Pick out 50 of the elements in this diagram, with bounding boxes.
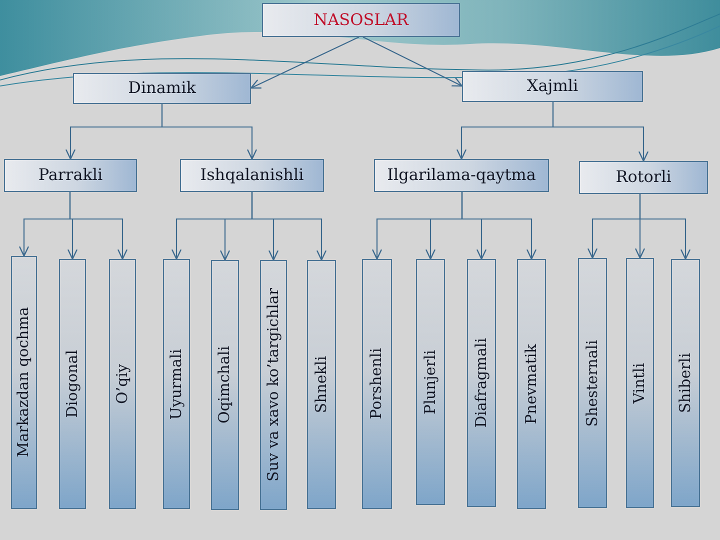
- category-label: Parrakli: [38, 166, 103, 185]
- pump-type-label: Uyurmali: [168, 348, 186, 420]
- pump-type-box: [626, 258, 654, 508]
- arrow: [461, 192, 537, 260]
- category-box: [374, 159, 549, 192]
- pump-type-label: Pnevmatik: [522, 344, 540, 424]
- pump-type-box: [260, 260, 287, 510]
- pump-type-label: Plunjerli: [422, 350, 440, 414]
- pump-type-label: Porshenli: [368, 348, 386, 420]
- arrow: [161, 104, 258, 160]
- pump-type-box: [109, 259, 136, 509]
- pump-type-box: [671, 259, 700, 507]
- category-label: Rotorli: [616, 168, 672, 187]
- category-label: Xajmli: [526, 77, 578, 96]
- arrow: [552, 102, 649, 162]
- pump-type-box: [11, 256, 37, 509]
- category-box: [73, 73, 251, 104]
- title-box: [262, 3, 460, 37]
- pump-type-box: [578, 258, 607, 508]
- category-box: [4, 159, 137, 192]
- category-box: [462, 71, 643, 102]
- category-label: Ishqalanishli: [200, 166, 304, 185]
- title-text: NASOSLAR: [314, 10, 408, 30]
- pump-type-box: [211, 260, 239, 510]
- arrow: [362, 36, 463, 87]
- pump-type-box: [59, 259, 86, 509]
- pump-type-label: Shiberli: [676, 353, 694, 413]
- pump-type-label: O’qiy: [114, 364, 132, 404]
- arrow: [69, 192, 128, 260]
- category-label: Ilgarilama-qaytma: [387, 166, 536, 185]
- pump-type-box: [517, 259, 546, 509]
- pump-type-label: Oqimchali: [216, 346, 234, 424]
- pump-type-label: Markazdan qochma: [15, 307, 33, 458]
- arrow: [250, 36, 360, 89]
- pump-type-label: Shesternali: [584, 340, 602, 426]
- pump-type-box: [163, 259, 190, 509]
- pump-type-label: Diogonal: [64, 350, 82, 418]
- pump-type-box: [307, 260, 336, 509]
- pump-type-label: Diafragmali: [472, 338, 490, 428]
- pump-type-label: Suv va xavo ko’targichlar: [264, 288, 282, 482]
- arrow: [639, 194, 691, 260]
- category-box: [579, 161, 708, 194]
- pump-type-label: Vintli: [631, 362, 649, 404]
- pump-type-box: [467, 259, 496, 507]
- pump-type-box: [416, 259, 445, 505]
- pump-type-label: Shnekli: [312, 356, 330, 414]
- category-label: Dinamik: [128, 79, 196, 98]
- category-box: [180, 159, 324, 192]
- pump-type-box: [362, 259, 392, 509]
- arrow: [251, 192, 327, 261]
